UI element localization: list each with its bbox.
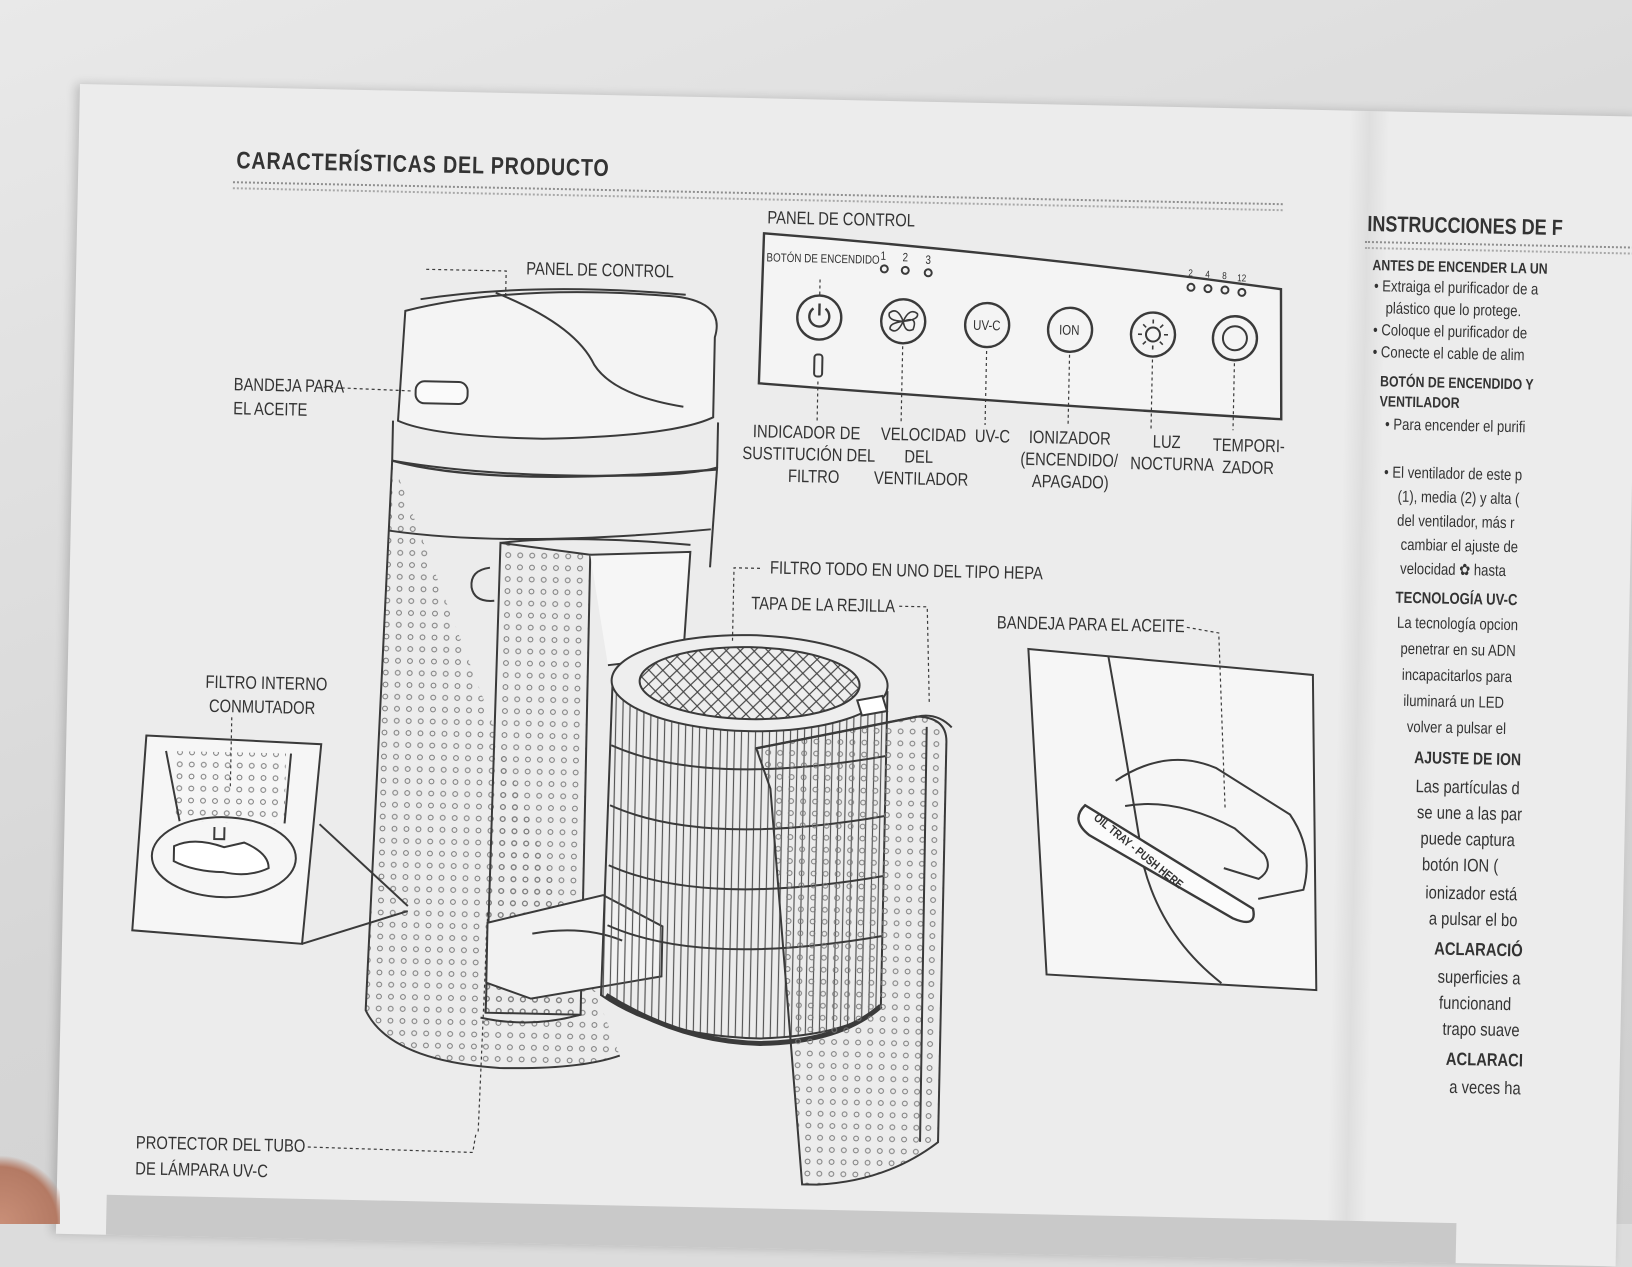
label-bandeja-aceite-right: BANDEJA PARA EL ACEITE	[997, 611, 1185, 637]
callout-ionizador-1: IONIZADOR	[1029, 426, 1111, 450]
label-protector-2: DE LÁMPARA UV-C	[135, 1157, 268, 1182]
right-line-24: trapo suave	[1442, 1019, 1520, 1041]
right-line-23: funcionand	[1439, 993, 1512, 1015]
right-sub-aclaracion-1: ACLARACIÓ	[1434, 939, 1523, 962]
speed-number-1: 1	[880, 249, 886, 263]
manual-page: CARACTERÍSTICAS DEL PRODUCTO	[56, 84, 1632, 1266]
timer-number-4: 4	[1205, 269, 1210, 283]
right-line-11: La tecnología opcion	[1397, 614, 1518, 637]
right-line-1: • Extraiga el purificador de a	[1374, 277, 1539, 300]
right-line-20: ionizador está	[1425, 882, 1517, 904]
right-column-title: INSTRUCCIONES DE F	[1367, 211, 1563, 241]
callout-temporizador-2: ZADOR	[1222, 456, 1274, 479]
speed-number-2: 2	[902, 250, 908, 264]
right-sub-boton-a: BOTÓN DE ENCENDIDO Y	[1380, 373, 1534, 393]
callout-uvc: UV-C	[975, 425, 1011, 448]
callout-velocidad-1: VELOCIDAD	[881, 423, 967, 447]
label-filtro-interno-2: CONMUTADOR	[209, 695, 316, 719]
right-line-15: volver a pulsar el	[1407, 718, 1507, 740]
uvc-button-label: UV-C	[973, 318, 1001, 333]
finger-edge	[0, 1150, 60, 1224]
callout-temporizador-1: TEMPORI-	[1212, 434, 1285, 458]
speed-number-3: 3	[925, 253, 931, 267]
label-tapa-rejilla: TAPA DE LA REJILLA	[751, 592, 895, 617]
right-sub-uvc: TECNOLOGÍA UV-C	[1395, 590, 1517, 611]
label-protector-1: PROTECTOR DEL TUBO	[136, 1131, 306, 1157]
right-sub-ion: AJUSTE DE ION	[1414, 748, 1521, 770]
timer-number-2: 2	[1188, 267, 1193, 281]
timer-number-8: 8	[1222, 270, 1227, 284]
label-bandeja-aceite-1: BANDEJA PARA	[234, 373, 345, 397]
right-line-19: botón ION (	[1422, 854, 1499, 876]
label-panel-control-main: PANEL DE CONTROL	[767, 206, 915, 231]
right-line-22: superficies a	[1437, 967, 1520, 989]
label-filtro-interno-1: FILTRO INTERNO	[205, 671, 327, 696]
right-line-25: a veces ha	[1449, 1077, 1521, 1098]
right-line-12: penetrar en su ADN	[1400, 640, 1516, 662]
callout-velocidad-3: VENTILADOR	[874, 467, 969, 491]
callout-ionizador-2: (ENCENDIDO/	[1020, 448, 1118, 472]
callout-indicador-2: SUSTITUCIÓN DEL	[742, 442, 875, 467]
right-line-17: se une a las par	[1417, 802, 1522, 824]
right-line-5: • Para encender el purifi	[1385, 415, 1526, 438]
right-line-14: iluminará un LED	[1403, 692, 1504, 714]
right-line-13: incapacitarlos para	[1402, 666, 1513, 688]
right-line-16: Las partículas d	[1415, 776, 1520, 798]
callout-luz-1: LUZ	[1153, 431, 1181, 454]
right-line-6: • El ventilador de este p	[1384, 463, 1522, 486]
right-line-21: a pulsar el bo	[1429, 908, 1518, 930]
right-sub-aclaracion-2: ACLARACI	[1446, 1049, 1524, 1072]
right-column-rule	[1365, 241, 1632, 255]
oil-tray-inset	[1021, 649, 1323, 990]
callout-velocidad-2: DEL	[904, 445, 933, 468]
right-line-4: • Conecte el cable de alim	[1372, 343, 1524, 366]
right-line-8: del ventilador, más r	[1397, 512, 1515, 534]
callout-ionizador-3: APAGADO)	[1032, 470, 1109, 494]
callout-luz-2: NOCTURNA	[1130, 452, 1214, 476]
label-boton-encendido: BOTÓN DE ENCENDIDO	[766, 250, 879, 266]
ion-button-label: ION	[1059, 323, 1080, 337]
right-line-10: velocidad ✿ hasta	[1400, 560, 1506, 582]
right-line-7: (1), media (2) y alta (	[1397, 488, 1519, 511]
label-bandeja-aceite-2: EL ACEITE	[233, 397, 308, 421]
right-line-18: puede captura	[1420, 828, 1515, 850]
right-sub-boton-b: VENTILADOR	[1379, 393, 1459, 412]
right-sub-antes: ANTES DE ENCENDER LA UN	[1372, 257, 1548, 278]
right-line-3: • Coloque el purificador de	[1373, 321, 1527, 344]
right-line-9: cambiar el ajuste de	[1400, 536, 1518, 558]
timer-number-12: 12	[1237, 272, 1246, 286]
callout-indicador-1: INDICADOR DE	[753, 420, 861, 444]
right-line-2: plástico que lo protege.	[1385, 299, 1521, 322]
label-panel-control: PANEL DE CONTROL	[526, 257, 674, 282]
callout-indicador-3: FILTRO	[788, 465, 840, 488]
